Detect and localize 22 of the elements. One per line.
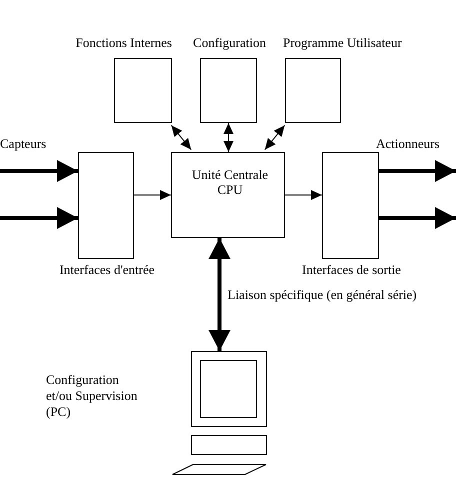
- arrow: [224, 122, 234, 152]
- arrow: [264, 124, 286, 150]
- block-heading: Fonctions Internes: [76, 35, 172, 50]
- block-heading: Interfaces de sortie: [302, 262, 401, 277]
- computer-drawing: [172, 351, 267, 475]
- arrow: [0, 160, 78, 182]
- arrow: [134, 190, 172, 200]
- block-heading: Programme Utilisateur: [283, 35, 402, 50]
- block-heading: Interfaces d'entrée: [59, 262, 155, 277]
- arrow: [208, 238, 230, 351]
- edge-label: Liaison spécifique (en général série): [228, 286, 417, 302]
- arrow: [379, 207, 456, 229]
- arrow: [379, 160, 456, 182]
- block-heading: Configuration: [193, 35, 266, 50]
- block-box: [171, 152, 285, 238]
- arrow: [284, 190, 322, 200]
- signal-label: Actionneurs: [376, 136, 440, 151]
- block-title: Unité Centrale CPU: [190, 167, 270, 197]
- arrow: [0, 207, 78, 229]
- caption-text: Configuration et/ou Supervision (PC): [46, 372, 138, 420]
- signal-label: Capteurs: [0, 136, 46, 151]
- arrow: [170, 124, 192, 150]
